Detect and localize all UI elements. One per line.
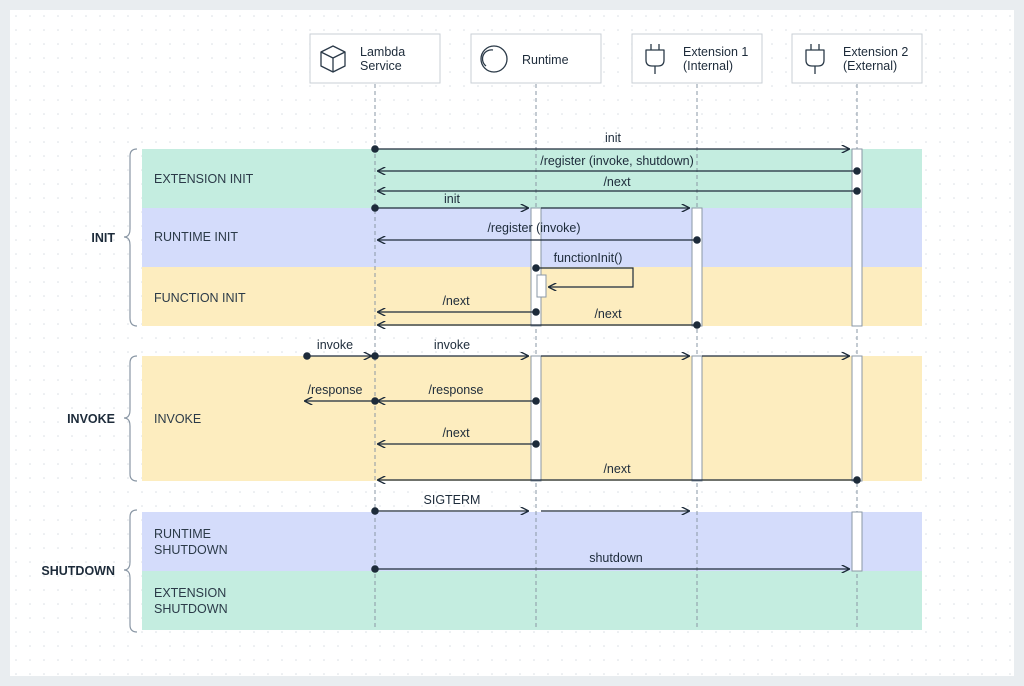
message-label: shutdown (589, 551, 643, 565)
origin-dot (532, 397, 540, 405)
phase-title-shutdown: SHUTDOWN (41, 564, 115, 578)
participant-lambda-line1: Lambda (360, 45, 405, 59)
phase-title-invoke: INVOKE (67, 412, 115, 426)
brace-invoke (123, 355, 138, 482)
origin-dot (371, 507, 379, 515)
activation-ext2-shutdown (851, 511, 863, 572)
band-label-runtime-shutdown-1: RUNTIME (154, 527, 211, 541)
message-label: /next (442, 426, 470, 440)
activation-ext1-init (691, 207, 703, 327)
message-label: init (444, 192, 461, 206)
plug-icon (645, 44, 665, 74)
band-extension-shutdown (142, 571, 922, 630)
origin-dot (371, 145, 379, 153)
message-label: invoke (434, 338, 470, 352)
activation-function-init (536, 274, 547, 298)
activation-runtime-invoke (530, 355, 542, 482)
band-runtime-shutdown (142, 512, 922, 571)
activation-ext1-invoke (691, 355, 703, 482)
participant-lambda-line2: Service (360, 59, 402, 73)
cube-icon (320, 45, 346, 73)
brace-shutdown (123, 509, 138, 633)
message-label: /next (594, 307, 622, 321)
origin-dot (532, 440, 540, 448)
message-label: SIGTERM (424, 493, 481, 507)
origin-dot (371, 204, 379, 212)
origin-dot (693, 321, 701, 329)
band-label-runtime-init: RUNTIME INIT (154, 230, 238, 244)
origin-dot (303, 352, 311, 360)
circular-arrows-icon (480, 45, 508, 73)
band-label-extension-init: EXTENSION INIT (154, 172, 254, 186)
participant-ext2: Extension 2 (External) (791, 33, 923, 84)
brace-init (123, 148, 138, 327)
message-label: /response (429, 383, 484, 397)
band-extension-init (142, 149, 922, 208)
band-label-invoke: INVOKE (154, 412, 201, 426)
origin-dot (853, 167, 861, 175)
message-label: functionInit() (554, 251, 623, 265)
message-label: /register (invoke) (487, 221, 580, 235)
participant-ext1-line1: Extension 1 (683, 45, 748, 59)
band-label-extension-shutdown-2: SHUTDOWN (154, 602, 228, 616)
origin-dot (853, 476, 861, 484)
message-label: invoke (317, 338, 353, 352)
message-label: /next (603, 175, 631, 189)
origin-dot (532, 264, 540, 272)
phase-title-init: INIT (91, 231, 115, 245)
origin-dot (371, 397, 379, 405)
participant-runtime-line1: Runtime (522, 53, 569, 67)
participant-runtime: Runtime (470, 33, 602, 84)
origin-dot (371, 565, 379, 573)
origin-dot (371, 352, 379, 360)
band-label-function-init: FUNCTION INIT (154, 291, 246, 305)
message-label: /next (603, 462, 631, 476)
message-label: /response (308, 383, 363, 397)
participant-lambda: Lambda Service (309, 33, 441, 84)
band-label-extension-shutdown-1: EXTENSION (154, 586, 226, 600)
origin-dot (693, 236, 701, 244)
participant-ext1-line2: (Internal) (683, 59, 733, 73)
participant-ext2-line1: Extension 2 (843, 45, 908, 59)
message-label: init (605, 131, 622, 145)
activation-ext2-init (851, 148, 863, 327)
origin-dot (853, 187, 861, 195)
participant-ext2-line2: (External) (843, 59, 897, 73)
activation-ext2-invoke (851, 355, 863, 482)
band-label-runtime-shutdown-2: SHUTDOWN (154, 543, 228, 557)
plug-icon (805, 44, 825, 74)
participant-ext1: Extension 1 (Internal) (631, 33, 763, 84)
message-label: /next (442, 294, 470, 308)
arrow-function-init (536, 267, 634, 287)
origin-dot (532, 308, 540, 316)
message-label: /register (invoke, shutdown) (540, 154, 694, 168)
